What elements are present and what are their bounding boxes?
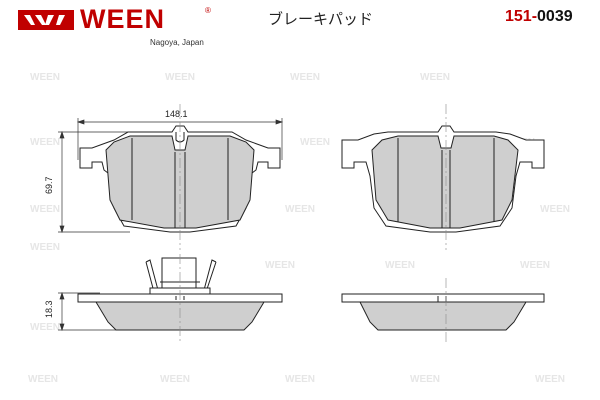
thickness-label: 18.3 [44, 300, 54, 318]
watermark-text: WEEN [30, 137, 60, 148]
part-number-prefix: 151- [505, 8, 538, 25]
brake-pad-side-view [341, 293, 545, 331]
part-number: 151-0039 [505, 8, 573, 26]
watermark-text: WEEN [30, 72, 60, 83]
brand-name: WEEN [80, 4, 165, 34]
height-label: 69.7 [44, 176, 54, 194]
watermark-text: WEEN [420, 72, 450, 83]
watermark-text: WEEN [285, 374, 315, 385]
watermark-text: WEEN [160, 374, 190, 385]
watermark-text: WEEN [265, 260, 295, 271]
product-title: ブレーキパッド [268, 10, 374, 28]
height-dimension [58, 130, 130, 234]
watermark-text: WEEN [285, 204, 315, 215]
thickness-dimension [58, 291, 120, 332]
header: WEEN ® Nagoya, Japan ブレーキパッド 151-0039 [0, 0, 600, 56]
width-label: 148.1 [165, 109, 188, 119]
watermark-text: WEEN [30, 204, 60, 215]
watermark-text: WEEN [28, 374, 58, 385]
brand-location: Nagoya, Japan [150, 38, 204, 47]
watermark-text: WEEN [520, 260, 550, 271]
brake-pad-back-view [341, 125, 545, 233]
watermark-group: WEEN WEEN WEEN WEEN WEEN WEEN WEEN WEEN … [28, 72, 570, 385]
part-number-suffix: 0039 [537, 8, 573, 25]
watermark-text: WEEN [300, 137, 330, 148]
watermark-text: WEEN [165, 72, 195, 83]
watermark-text: WEEN [385, 260, 415, 271]
watermark-text: WEEN [410, 374, 440, 385]
watermark-text: WEEN [290, 72, 320, 83]
watermark-text: WEEN [30, 322, 60, 333]
centerlines [179, 104, 447, 342]
registered-mark: ® [205, 6, 211, 15]
watermark-text: WEEN [535, 374, 565, 385]
watermark-text: WEEN [540, 204, 570, 215]
ween-logo-icon [18, 10, 74, 30]
watermark-text: WEEN [30, 242, 60, 253]
